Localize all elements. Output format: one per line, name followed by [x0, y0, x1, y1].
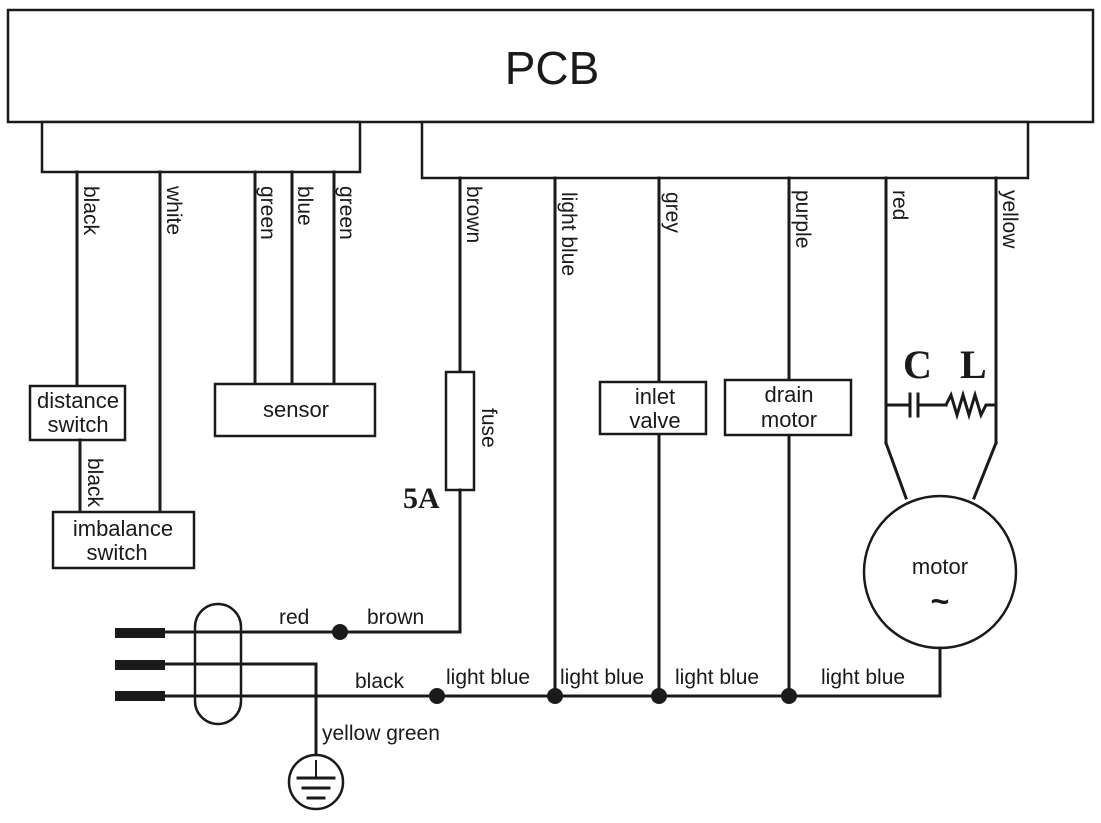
label-light-blue-1: light blue: [446, 666, 530, 689]
motor-lead-left: [884, 441, 908, 500]
pcb-box: [6, 8, 1095, 124]
wire-label-purple: purple: [791, 190, 814, 248]
connector-right: [420, 120, 1030, 180]
sensor-box: [213, 382, 377, 438]
wire-label-black-between: black: [83, 458, 106, 508]
wire-label-green-2: green: [335, 186, 358, 240]
motor-label: motor: [912, 554, 968, 579]
capacitor-label: C: [903, 342, 932, 387]
wire-label-green-1: green: [256, 186, 279, 240]
wire-label-grey: grey: [661, 192, 684, 233]
drain-motor-label-2: motor: [761, 407, 817, 432]
inductor-label: L: [960, 342, 987, 387]
label-yellow-green: yellow green: [322, 722, 440, 745]
sensor-label: sensor: [263, 397, 329, 422]
plug-pin-earth: [115, 660, 165, 670]
wire-label-brown: brown: [462, 186, 485, 243]
junction-purple: [781, 688, 797, 704]
wire-label-red: red: [888, 190, 911, 220]
inlet-valve-label-2: valve: [629, 408, 680, 433]
plug-pin-live: [115, 628, 165, 638]
pcb-label: PCB: [505, 42, 600, 94]
wire-label-yellow: yellow: [998, 190, 1021, 249]
cord-earth: [163, 662, 318, 762]
label-brown-bottom: brown: [367, 606, 424, 629]
inlet-valve-box: [598, 380, 708, 436]
capacitor-symbol: [884, 392, 948, 418]
drain-motor-label-1: drain: [765, 382, 814, 407]
inlet-valve-label-1: inlet: [635, 384, 675, 409]
label-light-blue-2: light blue: [560, 666, 644, 689]
cord-sleeve: [193, 602, 243, 726]
junction-live: [332, 624, 348, 640]
junction-light-blue: [547, 688, 563, 704]
imbalance-switch-label-1: imbalance: [73, 516, 173, 541]
label-light-blue-4: light blue: [821, 666, 905, 689]
drain-motor-box: [723, 378, 853, 437]
distance-switch-label-1: distance: [37, 388, 119, 413]
label-light-blue-3: light blue: [675, 666, 759, 689]
junction-neutral: [429, 688, 445, 704]
motor-lead-right: [972, 441, 998, 500]
imbalance-switch-label-2: switch: [86, 540, 147, 565]
imbalance-switch-box: [51, 510, 196, 570]
wire-label-light-blue: light blue: [557, 192, 580, 276]
fuse-label: fuse: [477, 408, 500, 448]
wire-brown-to-plug: [338, 488, 462, 634]
fuse-rating: 5A: [403, 482, 440, 515]
motor-symbol: ~: [931, 583, 950, 619]
connector-left: [40, 120, 362, 174]
distance-switch-label-2: switch: [47, 412, 108, 437]
distance-switch-box: [28, 384, 127, 442]
plug-pin-neutral: [115, 691, 165, 701]
label-red-bottom: red: [279, 606, 309, 629]
ground-icon: [287, 753, 345, 811]
wire-label-blue: blue: [293, 186, 316, 226]
junction-grey: [651, 688, 667, 704]
label-black-bottom: black: [355, 670, 405, 693]
wire-label-black: black: [79, 186, 102, 236]
wire-label-white: white: [162, 185, 185, 235]
inductor-symbol: [943, 389, 998, 421]
fuse-box: [444, 370, 476, 492]
